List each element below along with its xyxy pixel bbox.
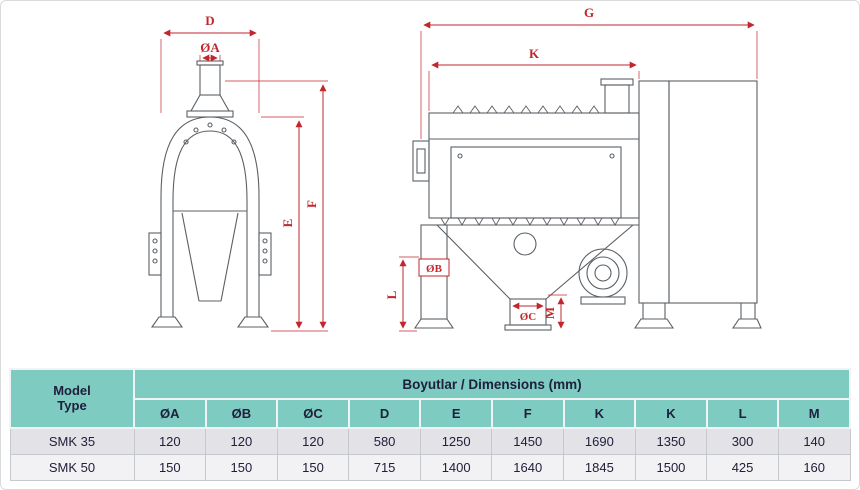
value-cell: 1400 [419,454,493,481]
col-header-l: L [705,398,780,429]
col-header-k2: K [634,398,708,429]
front-view-dimensions [160,29,328,332]
value-cell: 140 [777,427,851,455]
dimensions-group-header: Boyutlar / Dimensions (mm) [133,368,851,400]
value-cell: 300 [706,427,779,455]
col-header-f: F [490,398,565,429]
value-cell: 425 [706,454,779,481]
value-cell: 1350 [634,427,708,455]
dim-label-f: F [304,200,319,208]
dim-label-k: K [529,46,540,61]
col-header-m: M [777,398,851,429]
col-header-k1: K [562,398,637,429]
side-view-dimensions [399,21,758,332]
side-view-drawing [412,78,762,331]
value-cell: 1450 [491,427,565,455]
dim-label-m: M [542,307,557,319]
value-cell: 1500 [634,454,708,481]
dim-label-l: L [384,290,399,299]
model-header-line1: Model [53,382,91,398]
model-cell: SMK 50 [9,454,135,481]
value-cell: 1690 [563,427,636,455]
dimensions-table-wrap: Model Type Boyutlar / Dimensions (mm) ØA… [9,368,851,481]
dim-label-e: E [280,219,295,228]
model-header-line2: Type [57,397,87,413]
value-cell: 150 [133,454,207,481]
col-header-e: E [419,398,493,429]
technical-drawing: D ØA E F [1,1,859,361]
col-header-oa: ØA [133,398,207,429]
value-cell: 715 [348,454,421,481]
col-header-oc: ØC [276,398,350,429]
value-cell: 120 [276,427,350,455]
dim-label-ob: ØB [426,263,443,275]
table-row-smk35: SMK 35 120 120 120 580 1250 1450 1690 13… [9,427,851,455]
dim-label-oc: ØC [520,311,537,323]
value-cell: 150 [276,454,350,481]
value-cell: 580 [348,427,421,455]
value-cell: 1640 [491,454,565,481]
value-cell: 1250 [419,427,493,455]
value-cell: 120 [205,427,278,455]
col-header-ob: ØB [204,398,279,429]
dim-label-oa: ØA [200,40,220,55]
model-type-header: Model Type [9,368,135,429]
table-row-smk50: SMK 50 150 150 150 715 1400 1640 1845 15… [9,454,851,481]
dim-label-g: G [584,5,594,20]
value-cell: 120 [133,427,207,455]
col-header-d: D [347,398,422,429]
value-cell: 160 [777,454,851,481]
dimensions-table: Model Type Boyutlar / Dimensions (mm) ØA… [9,368,851,481]
value-cell: 1845 [563,454,636,481]
front-view-drawing [148,60,272,328]
machine-drawing-svg: D ØA E F [148,5,762,332]
value-cell: 150 [205,454,278,481]
dim-label-d: D [205,13,214,28]
model-cell: SMK 35 [9,427,135,455]
